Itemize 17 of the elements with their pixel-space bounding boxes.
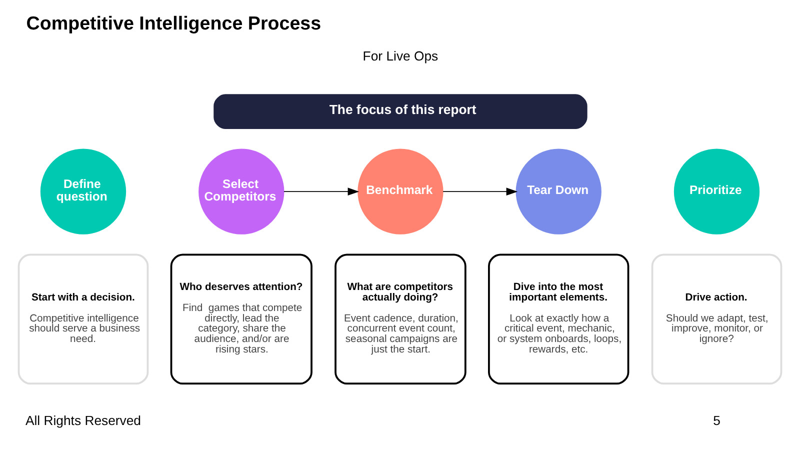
node-circle: Benchmark — [358, 148, 444, 234]
node-circle: Prioritize — [674, 148, 760, 234]
diagram-title: Competitive Intelligence Process — [26, 12, 322, 34]
node-box: Drive action. Should we adapt, test, improve, monitor, or ignore? — [651, 254, 782, 385]
node-box: What are competitors actually doing? Event cadence, duration, concurrent event count, seasonal campaigns are just the start. — [334, 254, 466, 385]
arrow — [442, 188, 518, 196]
node-box: Start with a decision. Competitive intelligence should serve a business need. — [18, 254, 149, 385]
label: All Rights Reserved — [25, 412, 142, 428]
node-circle: Tear Down — [516, 148, 602, 234]
label: 5 — [713, 412, 720, 428]
node-circle: Define question — [40, 148, 126, 234]
node-box: Who deserves attention? Find games that compete directly, lead the category, share the audience, and/or are rising stars. — [170, 254, 312, 385]
label: For Live Ops — [362, 48, 438, 64]
node-box: Dive into the most important elements. Look at exactly how a critical event, mechanic, or system onboards, loops, rewards, etc. — [488, 254, 630, 385]
node-box: The focus of this report — [214, 94, 588, 129]
arrow — [283, 188, 360, 196]
node-circle: Select Competitors — [198, 148, 284, 234]
